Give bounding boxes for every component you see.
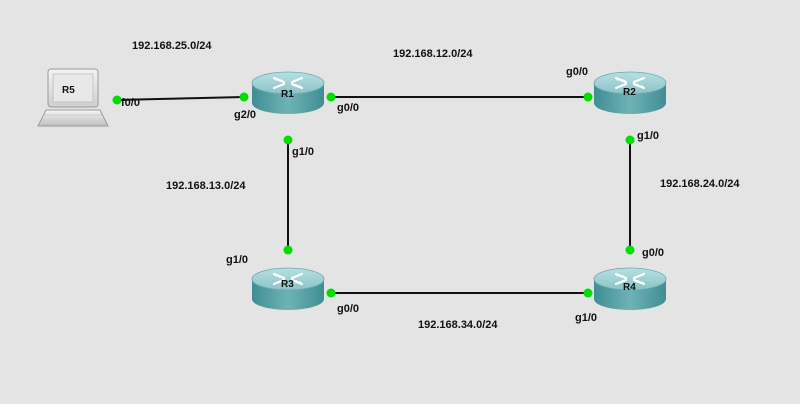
link-r5-r1[interactable]: [116, 96, 245, 101]
port-dot-r1-g20[interactable]: [239, 92, 249, 102]
subnet-label-r1-r3: 192.168.13.0/24: [166, 180, 246, 192]
port-label-r1-g00: g0/0: [337, 102, 360, 114]
links: [116, 96, 631, 294]
subnet-label-r3-r4: 192.168.34.0/24: [418, 319, 498, 331]
device-label-r4: R4: [623, 282, 636, 293]
port-label-r2-g00: g0/0: [566, 66, 589, 78]
port-dot-r3-g10[interactable]: [283, 245, 293, 255]
port-label-r4-g00: g0/0: [642, 247, 665, 259]
subnet-label-r1-r5: 192.168.25.0/24: [132, 40, 212, 52]
port-label-r1-g10: g1/0: [292, 146, 315, 158]
port-label-r5-f00: f0/0: [121, 97, 140, 109]
port-dot-r2-g00[interactable]: [583, 92, 593, 102]
port-dot-r1-g10[interactable]: [283, 135, 293, 145]
port-dot-r3-g00[interactable]: [326, 288, 336, 298]
port-dot-r1-g00[interactable]: [326, 92, 336, 102]
device-label-r1: R1: [281, 89, 294, 100]
port-dot-r4-g10[interactable]: [583, 288, 593, 298]
device-label-r5: R5: [62, 85, 75, 96]
port-dot-r4-g00[interactable]: [625, 245, 635, 255]
device-label-r3: R3: [281, 279, 294, 290]
device-r4[interactable]: R4: [592, 266, 668, 312]
port-label-r2-g10: g1/0: [637, 130, 660, 142]
device-label-r2: R2: [623, 87, 636, 98]
port-label-r4-g10: g1/0: [575, 312, 598, 324]
port-dot-r2-g10[interactable]: [625, 135, 635, 145]
device-r5[interactable]: R5: [37, 68, 109, 127]
device-r2[interactable]: R2: [592, 70, 668, 116]
port-label-r3-g00: g0/0: [337, 303, 360, 315]
port-label-r3-g10: g1/0: [226, 254, 249, 266]
port-indicators: [112, 92, 635, 298]
device-r3[interactable]: R3: [250, 266, 326, 312]
port-dot-r5-f00[interactable]: [112, 95, 122, 105]
subnet-label-r2-r4: 192.168.24.0/24: [660, 178, 740, 190]
subnet-label-r1-r2: 192.168.12.0/24: [393, 48, 473, 60]
device-r1[interactable]: R1: [250, 70, 326, 116]
laptop-icon: [37, 68, 109, 127]
port-label-r1-g20: g2/0: [234, 109, 257, 121]
